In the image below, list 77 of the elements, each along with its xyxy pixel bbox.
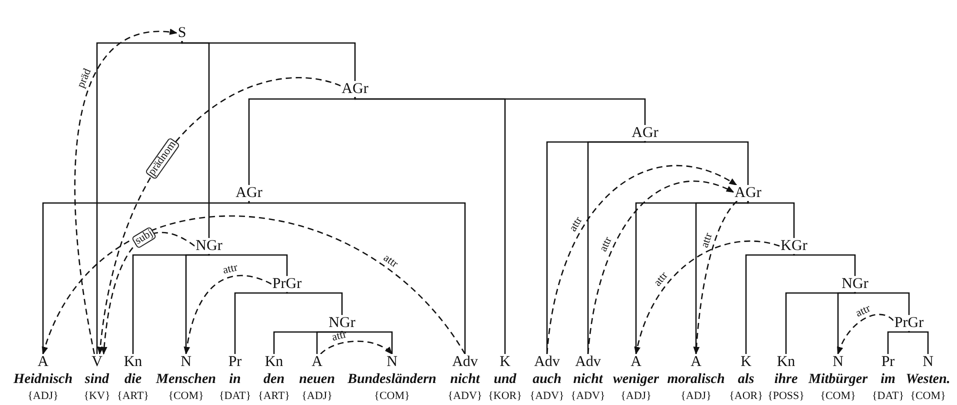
word-label: Menschen	[156, 371, 216, 389]
tag-label: {ADJ}	[680, 389, 712, 403]
word-label: Westen.	[906, 371, 950, 389]
tag-label: {DAT}	[219, 389, 251, 403]
dependency-arrow	[42, 215, 466, 355]
tag-label: {ADV}	[530, 389, 564, 403]
tree-branch-line	[341, 330, 393, 354]
tree-branch-line	[854, 292, 910, 315]
tag-label: {COM}	[820, 389, 856, 403]
word-label: auch	[532, 371, 562, 389]
word-label: und	[494, 371, 516, 389]
word-label: sind	[84, 371, 110, 389]
tree-branch-line	[644, 140, 749, 185]
tree-branch-line	[96, 40, 183, 354]
tree-branch-line	[354, 96, 646, 125]
word-label: nicht	[573, 371, 603, 389]
edge-label: attr	[330, 329, 349, 344]
word-label: in	[229, 371, 241, 389]
word-label: den	[264, 371, 284, 389]
tag-label: {AOR}	[729, 389, 763, 403]
edge-label: attr	[700, 231, 716, 250]
edge-label: attr	[853, 302, 874, 320]
tree-branch-line	[745, 254, 795, 354]
tree-branch-line	[316, 330, 343, 354]
word-label: als	[738, 371, 754, 389]
tag-label: {POSS}	[768, 389, 804, 403]
edge-label: attr	[652, 269, 672, 290]
tree-branch-line	[908, 330, 929, 354]
word-label: ihre	[774, 371, 798, 389]
tag-label: {ART}	[117, 389, 149, 403]
tree-branch-line	[181, 40, 356, 81]
edge-label: subj	[132, 226, 158, 249]
tag-label: {ART}	[258, 389, 290, 403]
word-label: Bundesländern	[348, 371, 436, 389]
tag-label: {COM}	[910, 389, 946, 403]
tag-label: {ADJ}	[28, 389, 58, 403]
word-label: Heidnisch	[13, 371, 73, 389]
word-label: die	[124, 371, 142, 389]
edge-label: attr	[567, 214, 586, 234]
tag-label: {ADJ}	[620, 389, 652, 403]
dependency-arrow	[837, 314, 894, 355]
dependency-arrow	[320, 340, 393, 355]
word-label: im	[880, 371, 896, 389]
tag-label: {COM}	[168, 389, 204, 403]
tag-label: {ADV}	[448, 389, 482, 403]
dependency-arrow	[97, 77, 341, 355]
phrase-label: AGr	[734, 185, 762, 201]
tree-branch-line	[248, 200, 466, 354]
word-label: neuen	[299, 371, 335, 389]
tree-branch-line	[747, 201, 795, 238]
word-label: nicht	[450, 371, 480, 389]
tree-branch-line	[793, 254, 856, 276]
tree-branch-line	[208, 254, 288, 276]
word-label: weniger	[613, 371, 659, 389]
dependency-arrow	[546, 165, 738, 354]
edge-label: attr	[380, 252, 400, 272]
word-label: Mitbürger	[808, 371, 868, 389]
dependency-arrow	[587, 180, 734, 354]
tag-label: {DAT}	[872, 389, 904, 403]
tree-branch-line	[234, 292, 288, 354]
dependency-arrow	[74, 30, 178, 354]
word-label: moralisch	[667, 371, 725, 389]
dependency-arrow	[101, 232, 196, 355]
dependency-arrow	[634, 240, 780, 355]
tag-label: {COM}	[374, 389, 410, 403]
tag-label: {KOR}	[488, 389, 522, 403]
tree-branch-line	[887, 330, 910, 354]
edge-label: präd	[76, 66, 94, 90]
dependency-arrow	[693, 200, 738, 355]
tag-label: {ADJ}	[302, 389, 332, 403]
tag-label: {KV}	[84, 389, 110, 403]
tag-label: {ADV}	[570, 389, 606, 403]
tree-branch-line	[286, 292, 343, 315]
tree-branch-line	[248, 96, 356, 185]
edge-label: attr	[220, 262, 240, 277]
dependency-arrow	[184, 274, 272, 355]
edge-label: attr	[598, 234, 616, 254]
